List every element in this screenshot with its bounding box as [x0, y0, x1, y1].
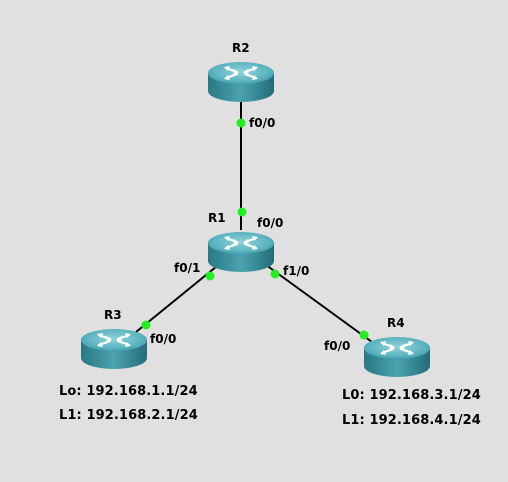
r3-lo-address: Lo: 192.168.1.1/24	[59, 384, 198, 399]
router-r3-label: R3	[104, 308, 122, 322]
link-r1-r4[interactable]	[261, 261, 373, 343]
iface-r1-f10-label: f1/0	[283, 264, 310, 278]
router-r3-icon[interactable]	[79, 327, 149, 371]
iface-r1-f01-label: f0/1	[174, 261, 201, 275]
router-r2-icon[interactable]	[206, 60, 276, 104]
iface-r4-f00-label: f0/0	[324, 339, 351, 353]
port-r1-f01-status	[205, 271, 215, 281]
port-r4-f00-status	[359, 330, 369, 340]
iface-r3-f00-label: f0/0	[150, 332, 177, 346]
port-r3-f00-status	[141, 320, 151, 330]
r3-l1-address: L1: 192.168.2.1/24	[59, 408, 198, 423]
router-r1-icon[interactable]	[206, 230, 276, 274]
router-r1-label: R1	[208, 211, 226, 225]
iface-r2-f00-label: f0/0	[249, 116, 276, 130]
r4-l1-address: L1: 192.168.4.1/24	[342, 413, 481, 428]
port-r1-f10-status	[270, 269, 280, 279]
port-r2-f00-status	[236, 118, 246, 128]
router-r4-label: R4	[387, 316, 405, 330]
port-r1-f00-status	[237, 207, 247, 217]
router-r4-icon[interactable]	[362, 335, 432, 379]
iface-r1-f00-label: f0/0	[257, 216, 284, 230]
router-r2-label: R2	[232, 41, 250, 55]
r4-l0-address: L0: 192.168.3.1/24	[342, 388, 481, 403]
